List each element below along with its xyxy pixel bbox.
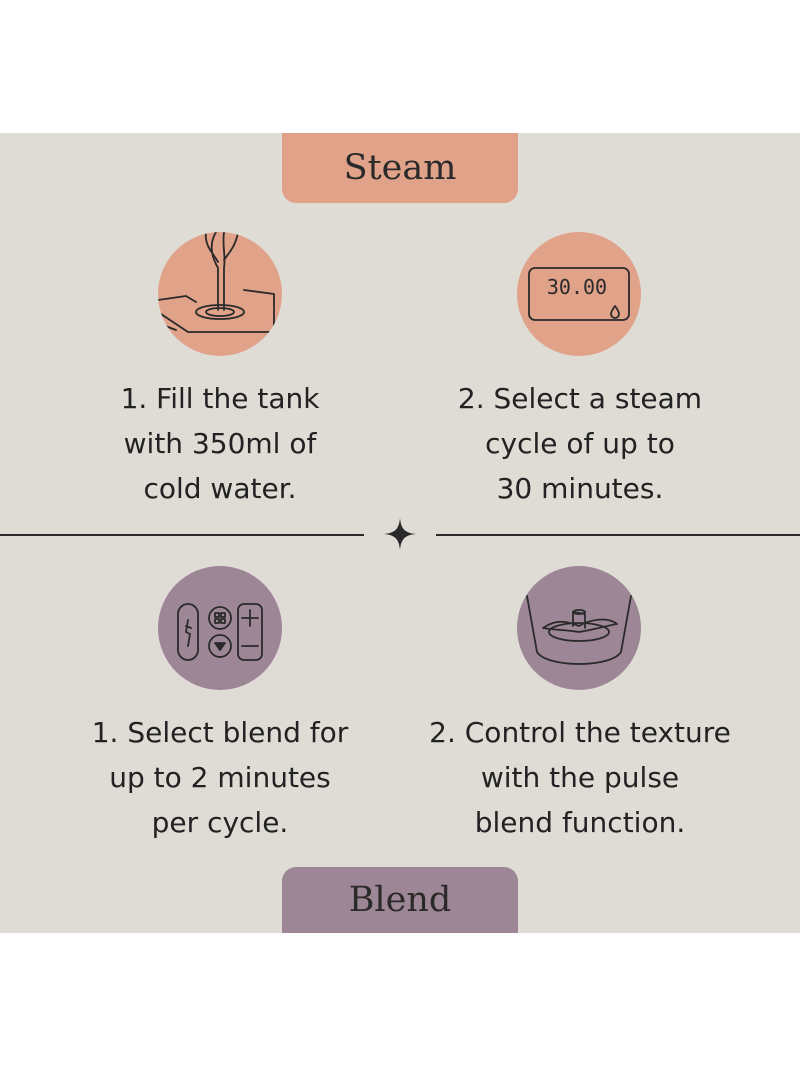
water-pour-icon [158, 232, 282, 356]
blade-icon [517, 566, 641, 690]
control-panel-icon [158, 566, 282, 690]
four-point-star-icon [384, 518, 416, 550]
divider-right [436, 534, 800, 536]
blend-section-title: Blend [282, 867, 518, 933]
blend-step-2-caption: 2. Control the texture with the pulse bl… [429, 716, 731, 839]
divider-left [0, 534, 364, 536]
steam-section-title: Steam [282, 133, 518, 203]
timer-display-icon: 30.00 [517, 232, 641, 356]
steam-step-2-caption: 2. Select a steam cycle of up to 30 minu… [457, 382, 703, 505]
steam-step-1-caption: 1. Fill the tank with 350ml of cold wate… [120, 382, 320, 505]
blend-step-1-caption: 1. Select blend for up to 2 minutes per … [91, 716, 349, 839]
timer-display-text: 30.00 [547, 275, 607, 299]
